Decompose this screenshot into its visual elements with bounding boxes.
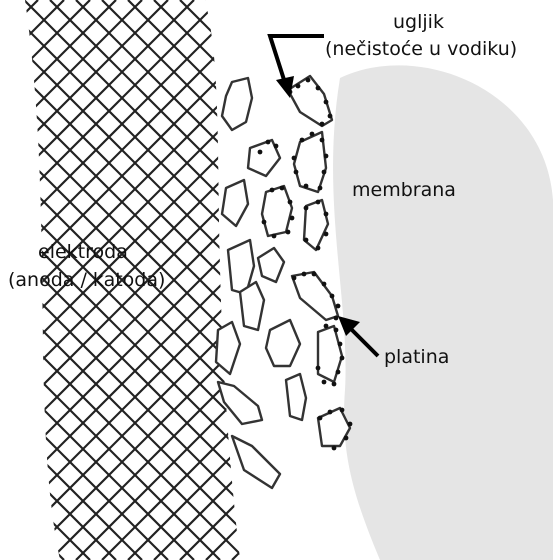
platinum-dot (265, 139, 271, 145)
platinum-dot (335, 303, 341, 309)
platinum-dot (315, 199, 321, 205)
arrow-up-left-icon (338, 316, 380, 358)
platinum-dot (339, 407, 345, 413)
platinum-dot (331, 445, 337, 451)
platinum-dot (321, 281, 327, 287)
carbon-particle (284, 372, 308, 422)
carbon-particle (286, 74, 334, 128)
carbon-particle (216, 380, 264, 426)
platinum-dot (335, 369, 341, 375)
platinum-dot (289, 215, 295, 221)
platinum-dot (329, 293, 335, 299)
platinum-dot (311, 271, 317, 277)
platinum-dot (333, 327, 339, 333)
carbon-particle (214, 320, 242, 376)
platinum-dot (315, 85, 321, 91)
platinum-dot (299, 137, 305, 143)
platinum-dot (323, 323, 329, 329)
platinum-dot (323, 153, 329, 159)
platinum-dot (343, 435, 349, 441)
platinum-dot (321, 379, 327, 385)
platinum-dot (295, 83, 301, 89)
platinum-dot (319, 121, 325, 127)
platinum-dot (331, 381, 337, 387)
platinum-dot (309, 131, 315, 137)
platinum-dot (323, 99, 329, 105)
carbon-particle (292, 130, 328, 194)
platinum-particles (257, 77, 353, 451)
carbon-particle (220, 76, 254, 132)
platinum-dot (305, 77, 311, 83)
platinum-dot (347, 421, 353, 427)
label-carbon: ugljik (393, 11, 444, 33)
carbon-particle (256, 246, 286, 284)
platinum-dot (317, 185, 323, 191)
platinum-dot (317, 415, 323, 421)
label-electrode: elektroda (38, 241, 128, 263)
platinum-dot (323, 231, 329, 237)
label-carbon-detail: (nečistoće u vodiku) (325, 38, 518, 60)
platinum-dot (271, 233, 277, 239)
bent-arrow-down-icon (267, 34, 324, 98)
carbon-particle (238, 280, 266, 332)
platinum-dot (303, 205, 309, 211)
label-membrane: membrana (352, 179, 456, 201)
label-platinum: platina (384, 346, 450, 368)
platinum-dot (287, 199, 293, 205)
platinum-dot (321, 169, 327, 175)
carbon-particles (214, 74, 352, 490)
platinum-dot (303, 183, 309, 189)
platinum-dot (303, 237, 309, 243)
platinum-dot (285, 229, 291, 235)
platinum-dot (333, 315, 339, 321)
platinum-dot (291, 155, 297, 161)
membrane-region (333, 65, 553, 560)
platinum-dot (339, 355, 345, 361)
carbon-particle (264, 318, 302, 368)
platinum-dot (315, 365, 321, 371)
platinum-dot (291, 275, 297, 281)
platinum-dot (273, 143, 279, 149)
platinum-dot (315, 245, 321, 251)
carbon-particle (226, 238, 256, 296)
platinum-dot (327, 113, 333, 119)
platinum-dot (261, 219, 267, 225)
carbon-particle (260, 184, 294, 238)
platinum-dot (301, 271, 307, 277)
platinum-dot (319, 137, 325, 143)
platinum-dot (269, 187, 275, 193)
carbon-particle (220, 178, 250, 228)
platinum-dot (337, 341, 343, 347)
label-electrode-detail: (anoda / katoda) (8, 269, 166, 291)
platinum-dot (293, 169, 299, 175)
platinum-dot (327, 409, 333, 415)
carbon-particle (230, 434, 282, 490)
platinum-dot (279, 185, 285, 191)
platinum-dot (323, 211, 329, 217)
platinum-dot (257, 149, 263, 155)
